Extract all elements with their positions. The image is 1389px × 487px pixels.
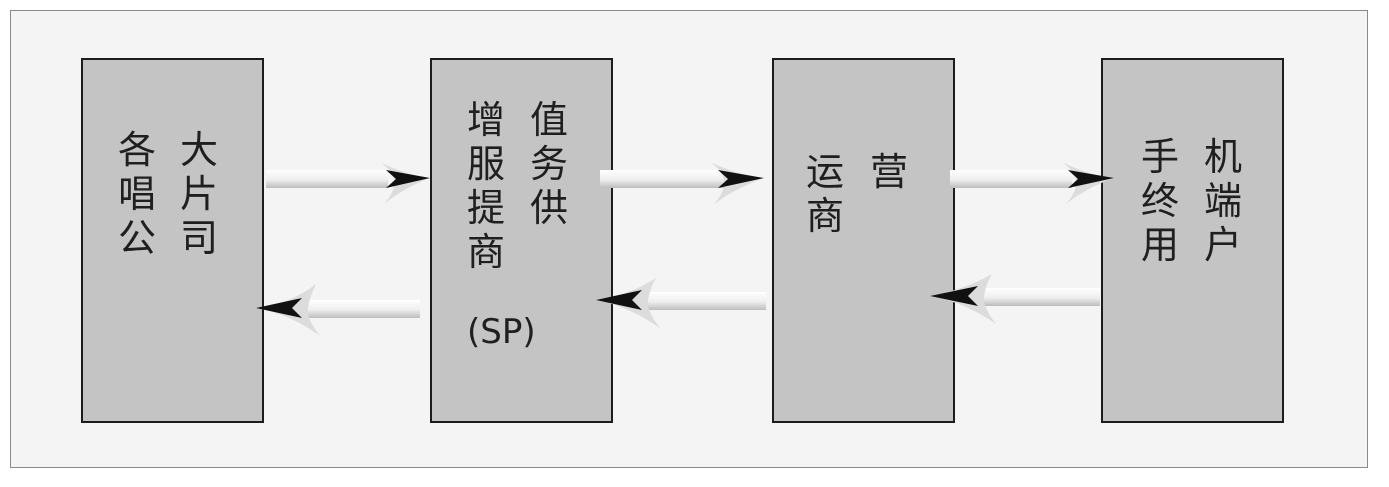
node-text-char: 手 xyxy=(1141,135,1180,179)
node-text-char: 大 xyxy=(180,128,219,172)
node-text-char: 运 xyxy=(806,150,845,194)
node-text-char: 户 xyxy=(1204,223,1243,267)
node-operator-col2: 营 xyxy=(870,150,908,194)
node-text-char: 公 xyxy=(118,216,157,260)
node-text-char: 机 xyxy=(1204,135,1243,179)
node-text-char: 务 xyxy=(530,142,569,186)
node-text-char: 提 xyxy=(467,186,506,230)
node-mobile-user-col1: 手 终 用 xyxy=(1141,135,1179,267)
node-mobile-user xyxy=(1101,58,1284,423)
node-record-company xyxy=(81,58,264,423)
node-text-char: 端 xyxy=(1204,179,1243,223)
node-text-char: 商 xyxy=(806,194,845,238)
arrow-left-3 xyxy=(930,274,1100,324)
node-text-char: 各 xyxy=(118,128,157,172)
arrow-left-2 xyxy=(596,278,766,328)
node-text-char: 值 xyxy=(530,98,569,142)
arrow-right-1 xyxy=(266,162,430,204)
node-text-char: 商 xyxy=(467,230,506,274)
node-sp xyxy=(430,58,613,423)
arrow-left-1 xyxy=(256,284,420,336)
node-text-char: 唱 xyxy=(118,172,157,216)
node-operator-col1: 运 商 xyxy=(806,150,844,238)
node-record-company-col2: 大 片 司 xyxy=(180,128,218,260)
node-sp-suffix: (SP) xyxy=(467,312,536,352)
node-text-char: 终 xyxy=(1141,179,1180,223)
arrow-right-2 xyxy=(600,162,764,204)
node-text-char: 用 xyxy=(1141,223,1180,267)
node-mobile-user-col2: 机 端 户 xyxy=(1204,135,1242,267)
node-text-char: 服 xyxy=(467,142,506,186)
arrow-right-3 xyxy=(950,162,1114,204)
node-text-char: 片 xyxy=(180,172,219,216)
node-text-char: 供 xyxy=(530,186,569,230)
node-sp-col2: 值 务 供 xyxy=(530,98,568,230)
node-text-char: 司 xyxy=(180,216,219,260)
node-sp-col1: 增 服 提 商 xyxy=(467,98,505,274)
node-record-company-col1: 各 唱 公 xyxy=(118,128,156,260)
node-operator xyxy=(772,58,955,423)
node-text-char: 营 xyxy=(870,150,909,194)
node-text-char: 增 xyxy=(467,98,506,142)
